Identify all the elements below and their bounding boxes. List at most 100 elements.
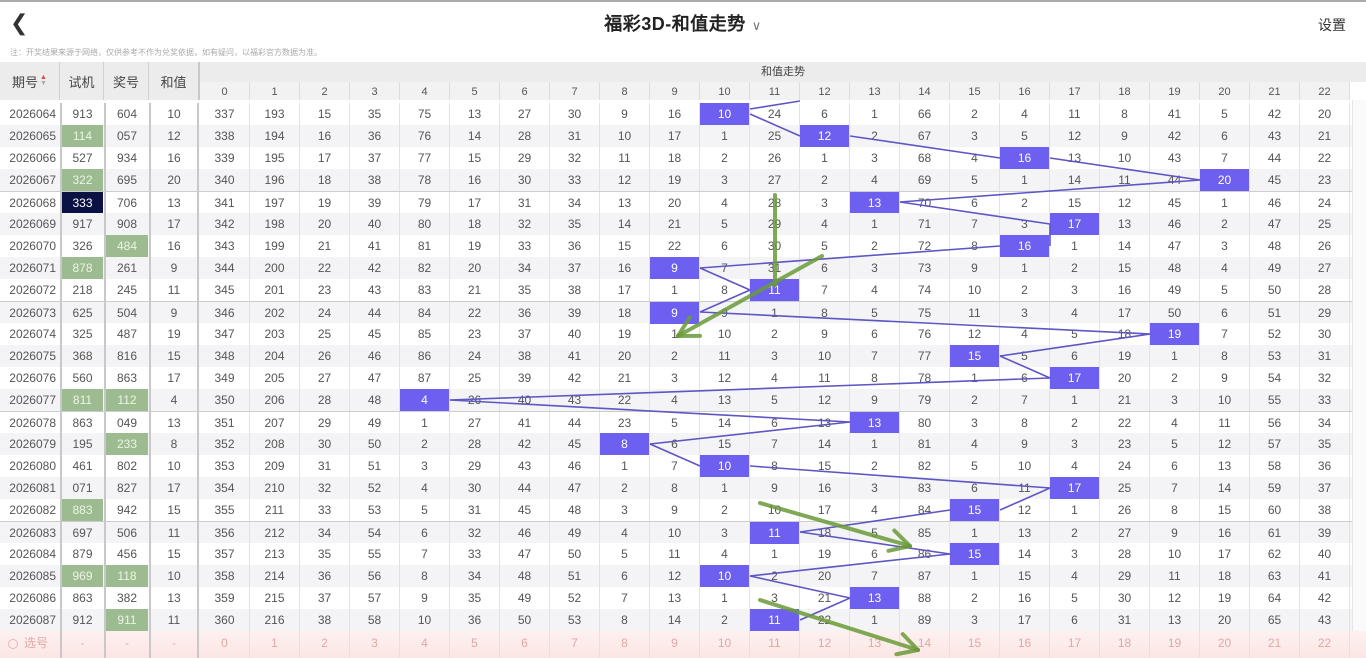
omission-cell: 49 bbox=[350, 412, 400, 434]
omission-cell: 4 bbox=[850, 169, 900, 191]
draw-number-cell: 908 bbox=[104, 213, 148, 235]
pick-label[interactable]: 选号 bbox=[0, 631, 58, 658]
header-period[interactable]: 期号▲▼ bbox=[0, 62, 60, 100]
pick-number[interactable]: 14 bbox=[900, 631, 950, 658]
omission-cell: 4 bbox=[1050, 302, 1100, 324]
checkbox-icon[interactable] bbox=[8, 638, 18, 649]
omission-cell: 10 bbox=[1150, 543, 1200, 565]
scrollbar[interactable] bbox=[1352, 100, 1366, 631]
omission-cell: 35 bbox=[1300, 433, 1350, 455]
omission-cell: 39 bbox=[350, 192, 400, 214]
pick-number[interactable]: 0 bbox=[200, 631, 250, 658]
omission-cell: 3 bbox=[850, 477, 900, 499]
omission-cell: 46 bbox=[500, 522, 550, 544]
omission-cell: 11 bbox=[1200, 412, 1250, 434]
settings-button[interactable]: 设置 bbox=[1318, 17, 1346, 33]
pick-number[interactable]: 9 bbox=[650, 631, 700, 658]
page-title[interactable]: 福彩3D-和值走势∨ bbox=[0, 10, 1366, 36]
omission-cell: 20 bbox=[300, 213, 350, 235]
omission-cell: 13 bbox=[1150, 609, 1200, 631]
pick-number[interactable]: 10 bbox=[700, 631, 750, 658]
sort-icon[interactable]: ▲▼ bbox=[40, 74, 47, 87]
pick-number[interactable]: 20 bbox=[1200, 631, 1250, 658]
draw-number-cell: 118 bbox=[104, 565, 148, 587]
pick-number[interactable]: 1 bbox=[250, 631, 300, 658]
pick-number[interactable]: 8 bbox=[600, 631, 650, 658]
test-number-cell: 969 bbox=[60, 565, 103, 587]
omission-cell: 195 bbox=[250, 147, 300, 169]
omission-cell: 27 bbox=[1100, 522, 1150, 544]
pick-number[interactable]: 2 bbox=[300, 631, 350, 658]
omission-cell: 1 bbox=[850, 213, 900, 235]
pick-number[interactable]: 18 bbox=[1100, 631, 1150, 658]
omission-cell: 26 bbox=[450, 389, 500, 411]
test-number-cell: 912 bbox=[60, 609, 103, 631]
omission-cell: 17 bbox=[300, 147, 350, 169]
pick-number[interactable]: 22 bbox=[1300, 631, 1350, 658]
pick-number[interactable]: 16 bbox=[1000, 631, 1050, 658]
omission-cell: 1 bbox=[1000, 169, 1050, 191]
pick-number[interactable]: 5 bbox=[450, 631, 500, 658]
omission-cell: 6 bbox=[1200, 302, 1250, 324]
omission-cell: 36 bbox=[500, 302, 550, 324]
test-number-cell: 325 bbox=[60, 323, 103, 345]
omission-cell: 66 bbox=[900, 103, 950, 125]
omission-cell: 13 bbox=[600, 192, 650, 214]
pick-number[interactable]: 13 bbox=[850, 631, 900, 658]
omission-cell: 41 bbox=[350, 235, 400, 257]
omission-cell: 36 bbox=[450, 609, 500, 631]
omission-cell: 6 bbox=[650, 433, 700, 455]
omission-cell: 29 bbox=[1100, 565, 1150, 587]
period-cell: 2026083 bbox=[9, 526, 56, 540]
omission-cell: 1 bbox=[950, 367, 1000, 389]
chevron-down-icon[interactable]: ∨ bbox=[751, 18, 762, 33]
omission-cell: 46 bbox=[1150, 213, 1200, 235]
pick-number[interactable]: 4 bbox=[400, 631, 450, 658]
omission-cell: 358 bbox=[200, 565, 250, 587]
omission-cell: 7 bbox=[1200, 147, 1250, 169]
omission-cell: 75 bbox=[400, 103, 450, 125]
omission-cell: 50 bbox=[1150, 302, 1200, 324]
pick-number[interactable]: 21 bbox=[1250, 631, 1300, 658]
pick-number[interactable]: 12 bbox=[800, 631, 850, 658]
omission-cell: 3 bbox=[1050, 433, 1100, 455]
omission-cell: 6 bbox=[1000, 367, 1050, 389]
pick-number[interactable]: 15 bbox=[950, 631, 1000, 658]
pick-number[interactable]: 11 bbox=[750, 631, 800, 658]
header-sum-col: 3 bbox=[350, 82, 400, 100]
pick-number[interactable]: 3 bbox=[350, 631, 400, 658]
pick-number[interactable]: 17 bbox=[1050, 631, 1100, 658]
omission-cell: 69 bbox=[900, 169, 950, 191]
omission-cell: 17 bbox=[600, 279, 650, 301]
pick-number[interactable]: 6 bbox=[500, 631, 550, 658]
pick-number[interactable]: 19 bbox=[1150, 631, 1200, 658]
test-number-cell: 195 bbox=[60, 433, 103, 455]
omission-cell: 86 bbox=[400, 345, 450, 367]
pick-number[interactable]: 7 bbox=[550, 631, 600, 658]
back-button[interactable]: ❮ bbox=[10, 10, 34, 36]
